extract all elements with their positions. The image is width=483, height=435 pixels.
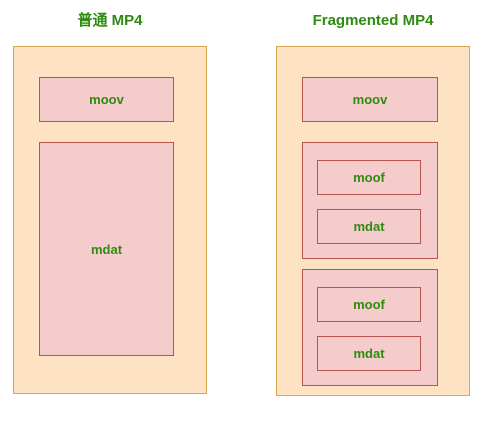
fragmented-mp4-container: moov moof mdat moof mdat	[276, 46, 470, 396]
moof-box: moof	[317, 160, 421, 195]
mdat-label: mdat	[353, 346, 385, 361]
moov-box: moov	[302, 77, 438, 122]
moof-box: moof	[317, 287, 421, 322]
fragmented-mp4-title: Fragmented MP4	[312, 12, 434, 29]
moov-label: moov	[89, 92, 124, 107]
regular-mp4-title: 普通 MP4	[77, 12, 143, 29]
mdat-label: mdat	[353, 219, 385, 234]
mdat-label: mdat	[90, 241, 123, 257]
mdat-box: mdat	[317, 209, 421, 244]
mdat-box: mdat	[39, 142, 174, 356]
mdat-box: mdat	[317, 336, 421, 371]
moov-box: moov	[39, 77, 174, 122]
fragment-group: moof mdat	[302, 142, 438, 259]
moof-label: moof	[353, 297, 385, 312]
regular-mp4-container: moov mdat	[13, 46, 207, 394]
fragment-group: moof mdat	[302, 269, 438, 386]
moov-label: moov	[352, 92, 388, 107]
moof-label: moof	[353, 170, 385, 185]
